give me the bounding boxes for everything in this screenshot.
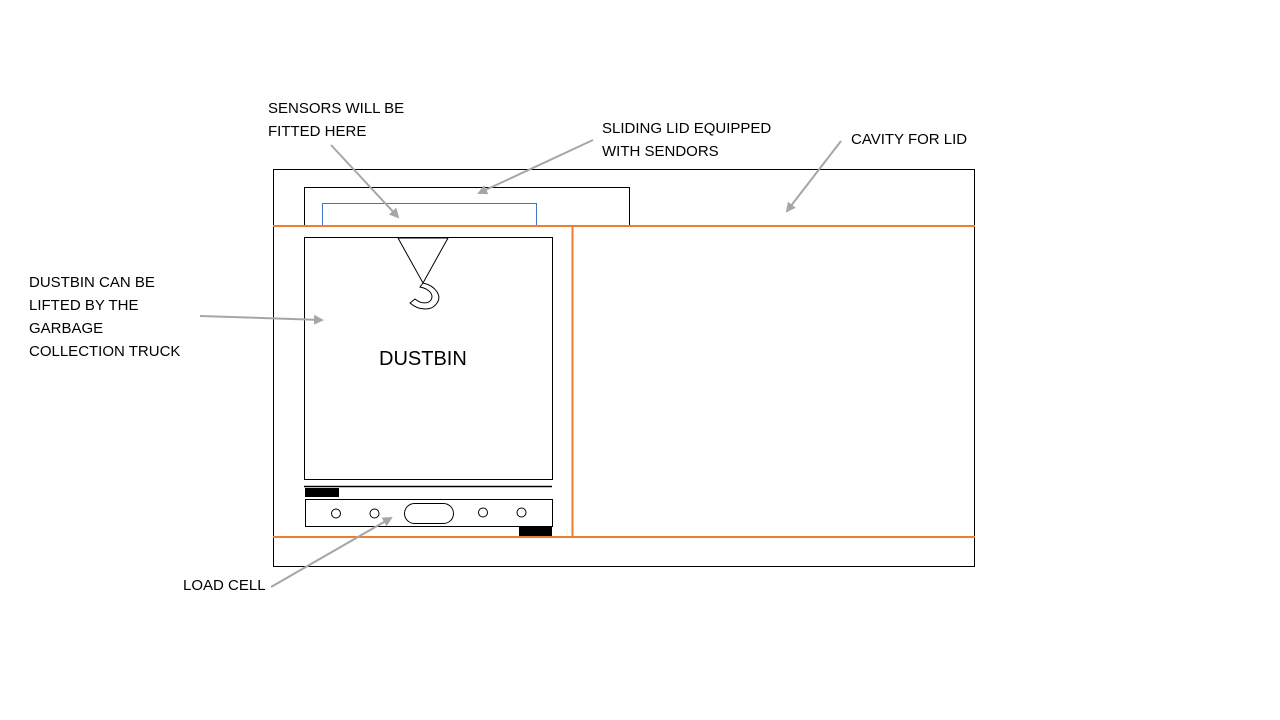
arrow-sliding-lid: [477, 139, 594, 195]
hook-icon: [397, 237, 449, 310]
label-sensors-line-1: SENSORS WILL BE: [268, 100, 405, 117]
arrow-dustbin-lift: [199, 314, 324, 325]
label-load-cell: LOAD CELL: [183, 574, 266, 597]
load-cell-block-right: [519, 527, 552, 536]
label-sliding-lid-line-2: WITH SENDORS: [602, 143, 719, 160]
load-cell-block-left: [305, 488, 339, 497]
dustbin-body: [304, 237, 553, 480]
load-cell: [304, 485, 553, 536]
label-dustbin-lift-line-2: LIFTED BY THE: [29, 297, 139, 314]
label-sensors: SENSORS WILL BE FITTED HERE: [268, 97, 404, 143]
label-cavity-line-1: CAVITY FOR LID: [851, 131, 968, 148]
label-dustbin-lift-line-1: DUSTBIN CAN BE: [29, 274, 155, 291]
arrow-sensors: [330, 144, 400, 219]
arrow-load-cell: [270, 517, 393, 588]
label-dustbin-lift: DUSTBIN CAN BE LIFTED BY THE GARBAGE COL…: [29, 271, 180, 363]
label-sliding-lid: SLIDING LID EQUIPPED WITH SENDORS: [602, 117, 771, 163]
label-dustbin-lift-line-3: GARBAGE: [29, 320, 104, 337]
label-cavity: CAVITY FOR LID: [851, 128, 967, 151]
label-sensors-line-2: FITTED HERE: [268, 123, 367, 140]
label-sliding-lid-line-1: SLIDING LID EQUIPPED: [602, 120, 772, 137]
label-dustbin-lift-line-4: COLLECTION TRUCK: [29, 343, 181, 360]
label-load-cell-line-1: LOAD CELL: [183, 577, 266, 594]
outer-enclosure: [273, 169, 975, 567]
sensor-strip: [322, 203, 537, 227]
arrow-cavity: [785, 140, 842, 213]
dustbin-label: DUSTBIN: [379, 348, 467, 370]
